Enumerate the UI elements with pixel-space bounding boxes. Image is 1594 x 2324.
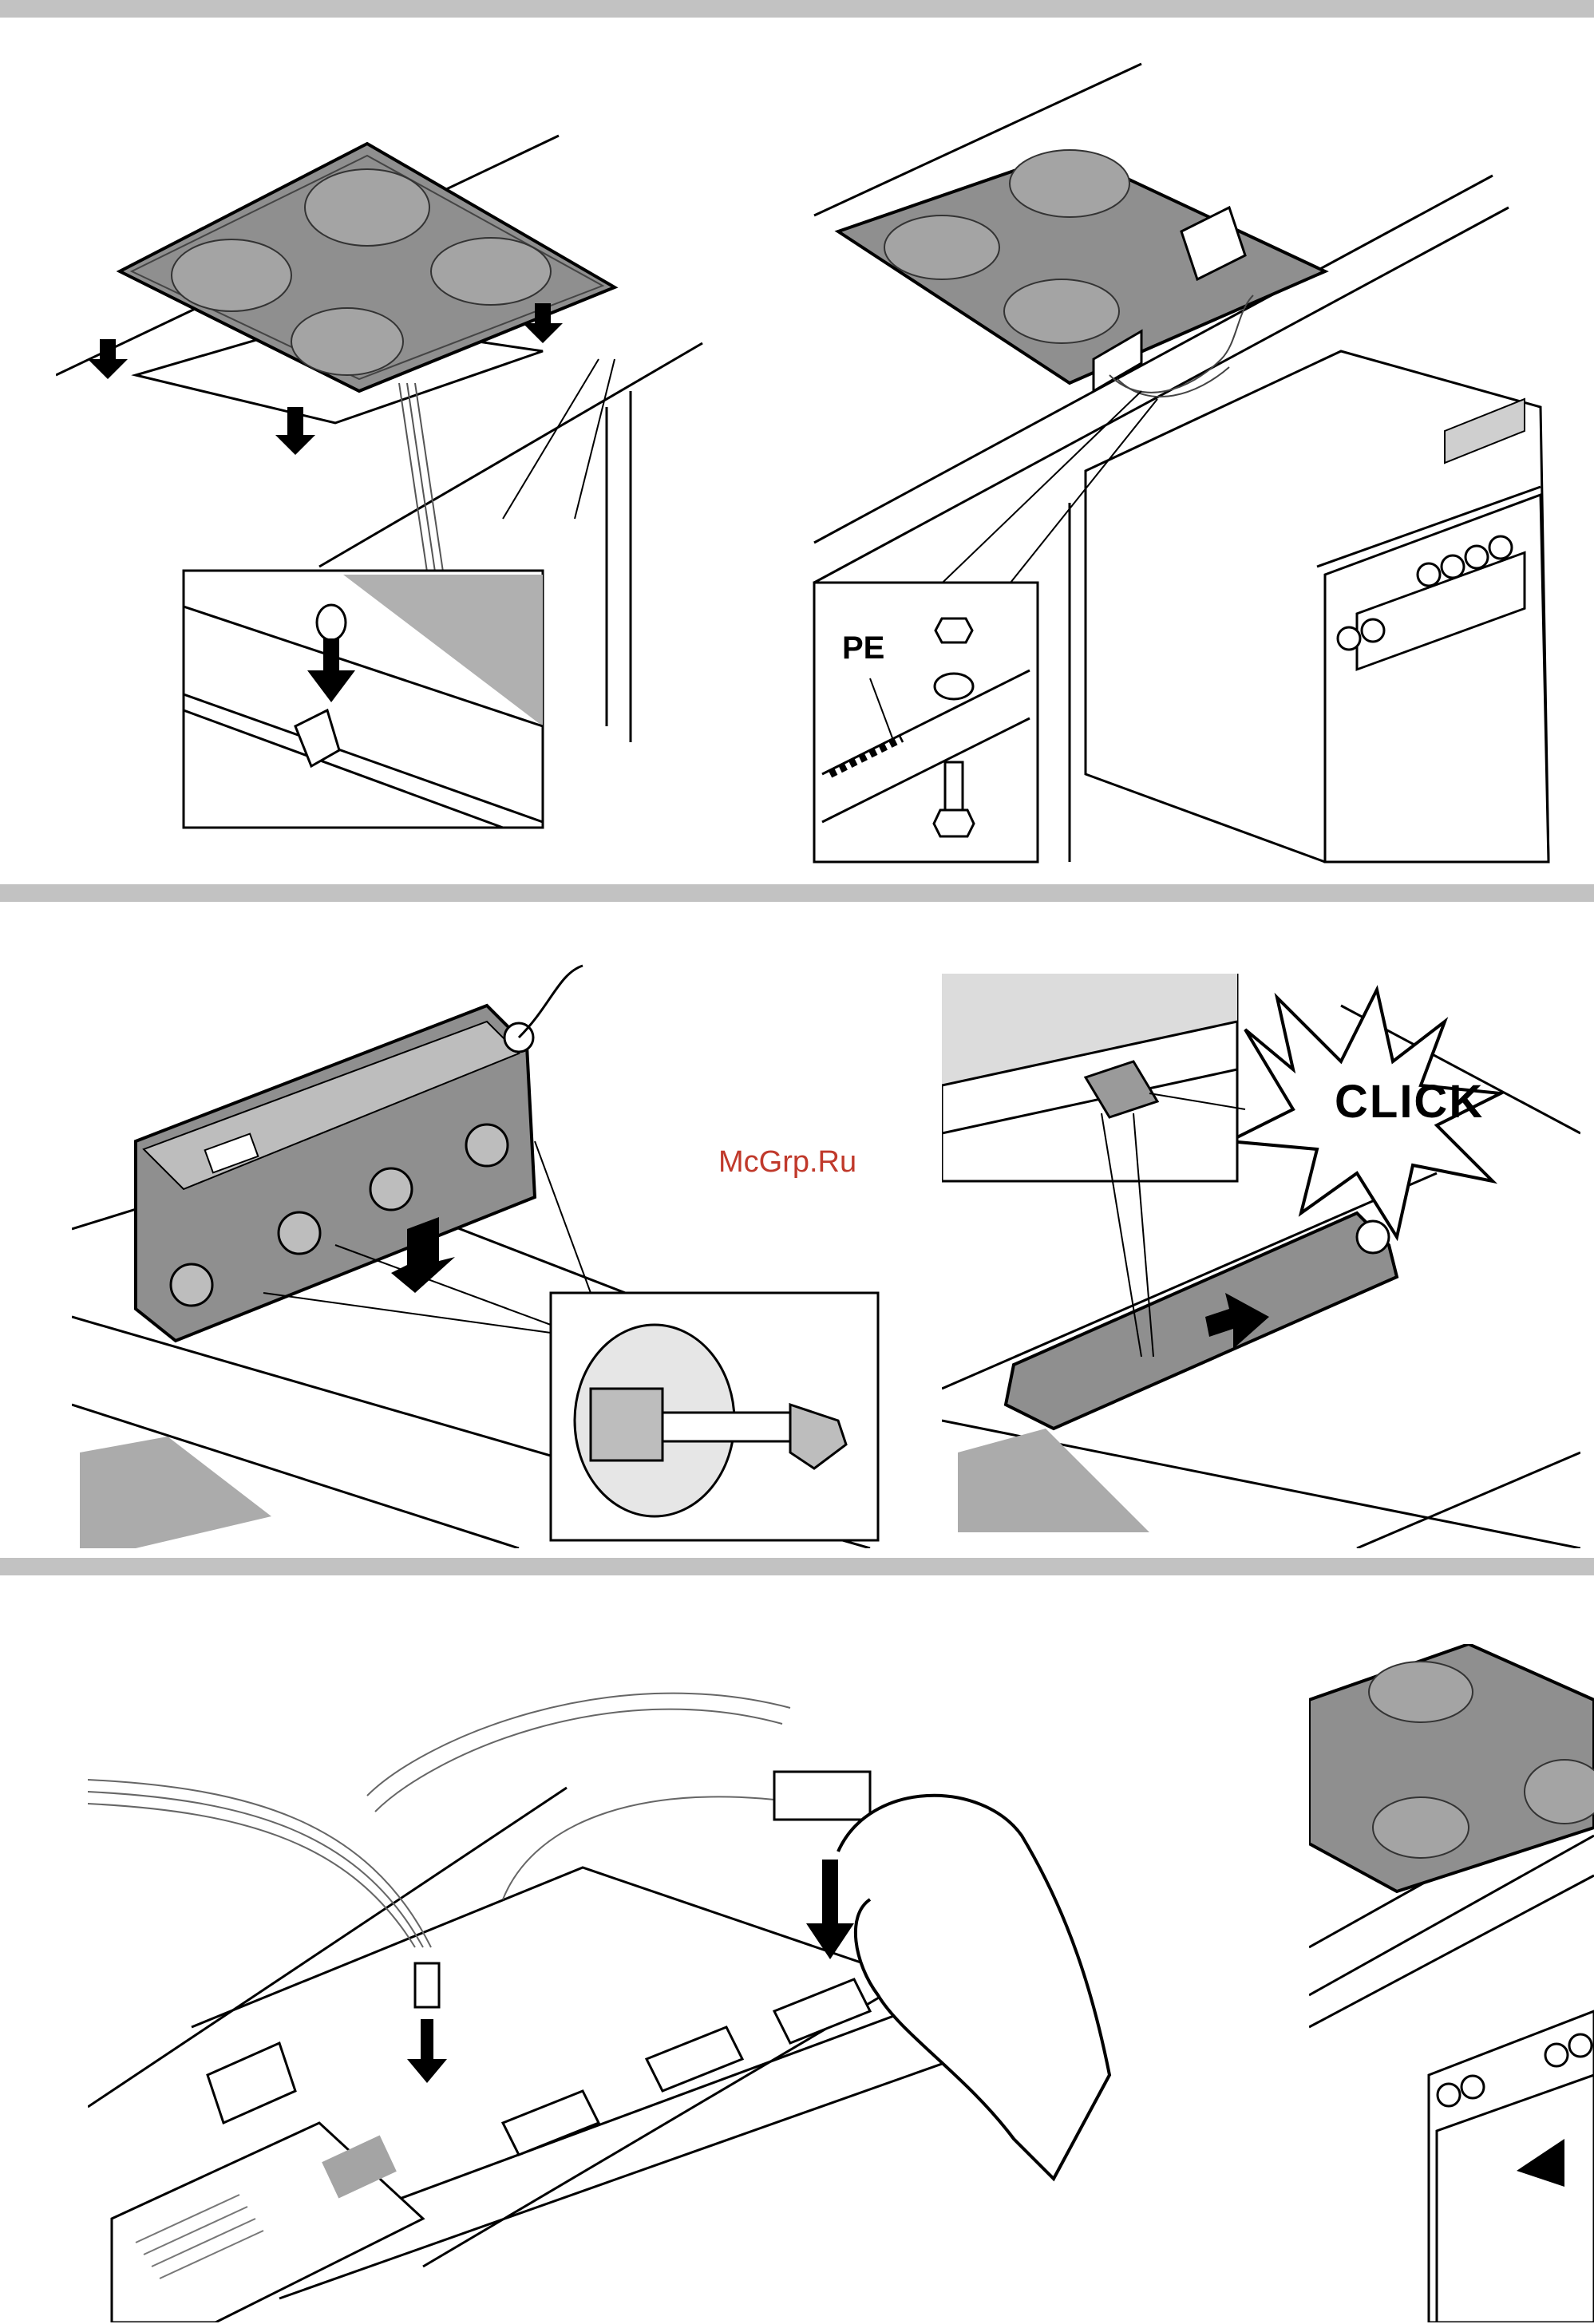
- terminal-block-drawing: [72, 958, 886, 1548]
- watermark-text: McGrp.Ru: [718, 1145, 856, 1180]
- section-divider-top: [0, 0, 1594, 18]
- click-callout-label: CLICK: [1335, 1076, 1484, 1128]
- section-divider-middle: [0, 884, 1594, 902]
- figure-cooktop-insertion: [56, 120, 710, 838]
- figure-final-assembly: [1309, 1644, 1594, 2322]
- figure-terminal-block-mounting: [72, 958, 886, 1548]
- final-assembly-drawing: [1309, 1644, 1594, 2322]
- pe-ground-label: PE: [842, 630, 884, 666]
- oven-connection-drawing: PE: [806, 56, 1588, 870]
- terminal-click-drawing: CLICK: [942, 974, 1580, 1548]
- cooktop-insertion-drawing: [56, 120, 710, 838]
- figure-oven-connection: PE: [806, 56, 1588, 870]
- figure-terminal-block-click: CLICK: [942, 974, 1580, 1548]
- wiring-connection-drawing: [88, 1660, 1149, 2322]
- section-divider-bottom: [0, 1558, 1594, 1575]
- figure-wiring-connection: [88, 1660, 1149, 2322]
